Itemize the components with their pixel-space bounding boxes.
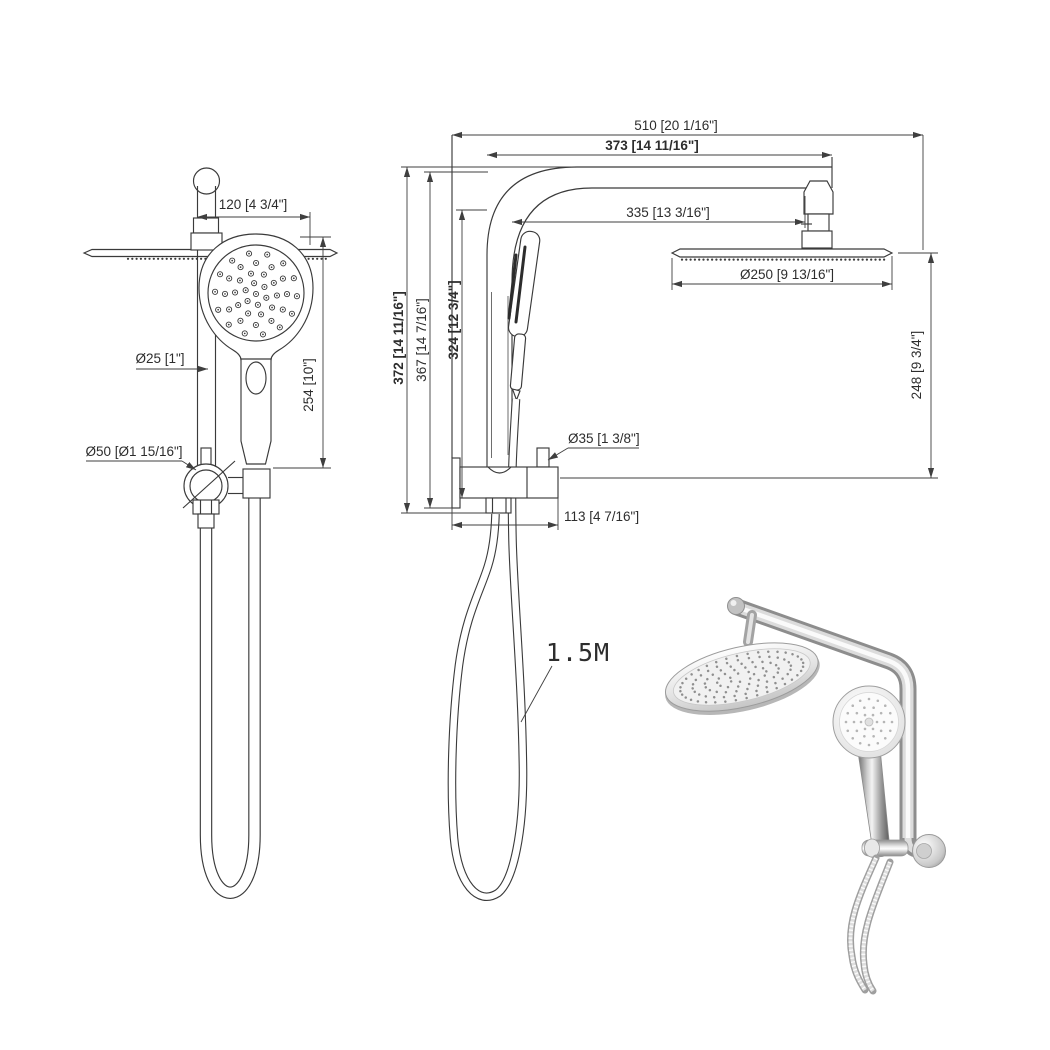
dim-324-label: 324 [12 3/4"] xyxy=(446,280,461,359)
mode-button xyxy=(245,361,267,395)
dim-335-label: 335 [13 3/16"] xyxy=(626,205,710,220)
inlet-stub xyxy=(536,447,550,468)
side-overhead xyxy=(670,180,894,261)
rail-top-cap xyxy=(192,167,221,195)
dim-254-label: 254 [10"] xyxy=(301,358,316,412)
front-dimensions: 120 [4 3/4"] Ø25 [1"] 254 [10"] Ø50 [Ø1 … xyxy=(85,197,331,471)
front-holder xyxy=(182,447,271,529)
inlet-body xyxy=(459,466,559,499)
photo-handle xyxy=(857,747,890,846)
dim-120-label: 120 [4 3/4"] xyxy=(219,197,288,212)
dim-510-label: 510 [20 1/16"] xyxy=(634,118,718,133)
dim-373-label: 373 [14 11/16"] xyxy=(605,138,698,153)
photo-rainhead xyxy=(664,642,820,715)
plate-nozzle-dots xyxy=(680,258,886,261)
front-view: 120 [4 3/4"] Ø25 [1"] 254 [10"] Ø50 [Ø1 … xyxy=(82,167,339,899)
dim-50-label: Ø50 [Ø1 15/16"] xyxy=(85,444,182,459)
hose-length-label: 1.5M xyxy=(546,638,610,667)
photo-arm xyxy=(727,597,917,852)
side-arm xyxy=(451,135,833,467)
dim-250-label: Ø250 [9 13/16"] xyxy=(740,267,834,282)
side-hose xyxy=(447,398,528,901)
handle-clamp xyxy=(242,468,271,499)
face-nozzles xyxy=(212,250,300,338)
front-hose xyxy=(199,498,261,899)
dim-35-label: Ø35 [1 3/8"] xyxy=(568,431,640,446)
dim-248-label: 248 [9 3/4"] xyxy=(909,331,924,400)
wall-flange xyxy=(451,457,461,509)
side-body xyxy=(451,447,559,514)
face-plate-ring xyxy=(207,244,305,342)
hose-nut xyxy=(192,499,220,515)
photo-hose xyxy=(846,854,894,995)
photo-handshower xyxy=(832,685,909,858)
side-dimensions: 510 [20 1/16"] 373 [14 11/16"] 335 [13 3… xyxy=(391,118,938,723)
front-hand-shower xyxy=(198,233,314,465)
dim-25-label: Ø25 [1"] xyxy=(135,351,184,366)
side-handheld xyxy=(507,230,541,402)
photo-wall-flange xyxy=(901,834,946,868)
hose-nut xyxy=(485,497,512,514)
dim-367-label: 367 [14 7/16"] xyxy=(414,298,429,382)
product-photo xyxy=(664,597,946,995)
side-view: 510 [20 1/16"] 373 [14 11/16"] 335 [13 3… xyxy=(391,118,938,901)
dim-372-label: 372 [14 11/16"] xyxy=(391,291,406,384)
dim-113-label: 113 [4 7/16"] xyxy=(564,509,639,524)
